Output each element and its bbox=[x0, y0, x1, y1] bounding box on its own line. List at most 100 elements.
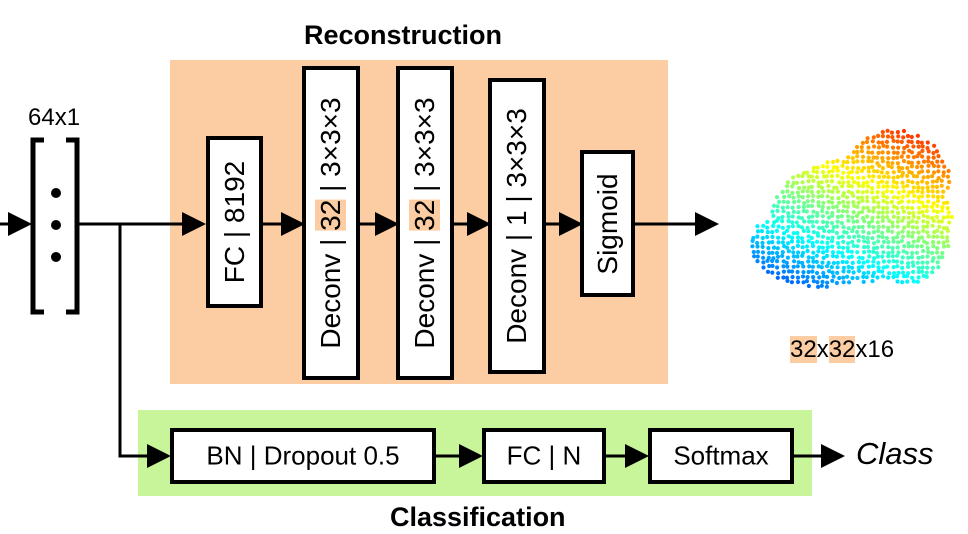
point-cloud-dot bbox=[900, 270, 906, 275]
point-cloud-dot bbox=[880, 134, 885, 139]
point-cloud-dot bbox=[900, 166, 905, 171]
point-cloud-dot bbox=[929, 160, 935, 165]
point-cloud-dot bbox=[890, 161, 895, 166]
point-cloud-dot bbox=[926, 159, 931, 164]
point-cloud-dot bbox=[861, 279, 866, 284]
point-cloud-dot bbox=[831, 165, 837, 170]
point-cloud-dot bbox=[905, 205, 910, 210]
point-cloud-dot bbox=[895, 161, 900, 166]
point-cloud-dot bbox=[935, 209, 940, 214]
point-cloud-dot bbox=[876, 200, 881, 205]
point-cloud-dot bbox=[809, 189, 815, 195]
point-cloud-dot bbox=[835, 260, 840, 265]
point-cloud-dot bbox=[825, 220, 830, 225]
point-cloud-dot bbox=[785, 184, 790, 189]
point-cloud-dot bbox=[880, 150, 885, 155]
point-cloud-dot bbox=[880, 156, 885, 161]
point-cloud-dot bbox=[806, 255, 811, 260]
point-cloud-dot bbox=[885, 205, 890, 210]
point-cloud-dot bbox=[890, 254, 895, 259]
point-cloud-dot bbox=[915, 164, 920, 170]
point-cloud-dot bbox=[902, 244, 907, 249]
point-cloud-dot bbox=[905, 133, 911, 139]
point-cloud-dot bbox=[816, 203, 821, 208]
point-cloud-dot bbox=[836, 235, 841, 240]
point-cloud-dot bbox=[895, 195, 901, 200]
point-cloud-dot bbox=[867, 174, 872, 179]
point-cloud-dot bbox=[941, 189, 946, 194]
point-cloud-dot bbox=[920, 194, 925, 199]
point-cloud-dot bbox=[817, 245, 822, 250]
point-cloud-dot bbox=[806, 234, 811, 239]
point-cloud-dot bbox=[776, 235, 781, 240]
point-cloud-dot bbox=[806, 269, 811, 275]
point-cloud-dot bbox=[920, 265, 925, 270]
point-cloud-dot bbox=[895, 130, 900, 135]
point-cloud-dot bbox=[925, 169, 931, 174]
point-cloud-dot bbox=[831, 225, 836, 230]
point-cloud-dot bbox=[780, 253, 785, 258]
point-cloud-dot bbox=[821, 189, 826, 194]
point-cloud-dot bbox=[799, 225, 804, 230]
point-cloud-dot bbox=[841, 159, 846, 165]
point-cloud-dot bbox=[890, 209, 895, 214]
point-cloud-dot bbox=[871, 230, 876, 235]
point-cloud-dot bbox=[794, 220, 799, 225]
point-cloud-dot bbox=[919, 269, 925, 274]
point-cloud-dot bbox=[824, 174, 830, 179]
point-cloud-dot bbox=[851, 193, 856, 198]
point-cloud-dot bbox=[872, 256, 877, 261]
point-cloud-dot bbox=[866, 264, 871, 269]
point-cloud-dot bbox=[870, 150, 875, 155]
point-cloud-dot bbox=[875, 254, 880, 259]
point-cloud-dot bbox=[814, 270, 820, 276]
point-cloud-dot bbox=[781, 231, 787, 236]
point-cloud-dot bbox=[885, 134, 891, 139]
point-cloud-dot bbox=[855, 189, 861, 194]
point-cloud-dot bbox=[930, 179, 935, 184]
point-cloud-dot bbox=[796, 173, 801, 178]
point-cloud-dot bbox=[935, 189, 940, 194]
point-cloud-dot bbox=[770, 240, 775, 245]
point-cloud-dot bbox=[870, 279, 875, 284]
point-cloud-dot bbox=[935, 250, 940, 255]
point-cloud-dot bbox=[945, 185, 950, 190]
point-cloud-dot bbox=[896, 231, 901, 236]
point-cloud-dot bbox=[810, 264, 815, 269]
point-cloud-dot bbox=[935, 159, 940, 164]
point-cloud-dot bbox=[792, 259, 797, 264]
point-cloud-dot bbox=[935, 194, 940, 200]
point-cloud-dot bbox=[806, 203, 811, 209]
point-cloud-dot bbox=[911, 239, 916, 244]
point-cloud-dot bbox=[924, 241, 930, 246]
point-cloud-dot bbox=[825, 240, 830, 245]
point-cloud-dot bbox=[774, 195, 780, 200]
point-cloud-dot bbox=[841, 225, 846, 230]
point-cloud-dot bbox=[774, 228, 779, 233]
point-cloud-dot bbox=[940, 205, 945, 210]
point-cloud-dot bbox=[924, 274, 929, 279]
point-cloud-dot bbox=[786, 249, 791, 254]
point-cloud-dot bbox=[845, 214, 851, 219]
point-cloud-dot bbox=[880, 230, 885, 235]
point-cloud-dot bbox=[925, 265, 930, 270]
point-cloud-dot bbox=[925, 215, 930, 220]
point-cloud-dot bbox=[836, 245, 842, 250]
point-cloud-dot bbox=[834, 185, 839, 190]
point-cloud-dot bbox=[841, 239, 846, 244]
point-cloud-dot bbox=[775, 208, 780, 213]
point-cloud-dot bbox=[942, 164, 947, 169]
point-cloud-dot bbox=[939, 183, 944, 188]
point-cloud-dot bbox=[936, 169, 941, 174]
point-cloud-dot bbox=[861, 235, 866, 240]
point-cloud-dot bbox=[876, 265, 881, 270]
point-cloud-dot bbox=[791, 254, 796, 259]
point-cloud-dot bbox=[946, 210, 951, 215]
point-cloud-dot bbox=[850, 239, 855, 244]
point-cloud-dot bbox=[894, 259, 900, 264]
point-cloud-dot bbox=[826, 215, 831, 220]
point-cloud-dot bbox=[795, 254, 800, 259]
point-cloud-dot bbox=[800, 253, 805, 258]
point-cloud-dot bbox=[846, 218, 851, 223]
point-cloud-dot bbox=[824, 248, 829, 253]
